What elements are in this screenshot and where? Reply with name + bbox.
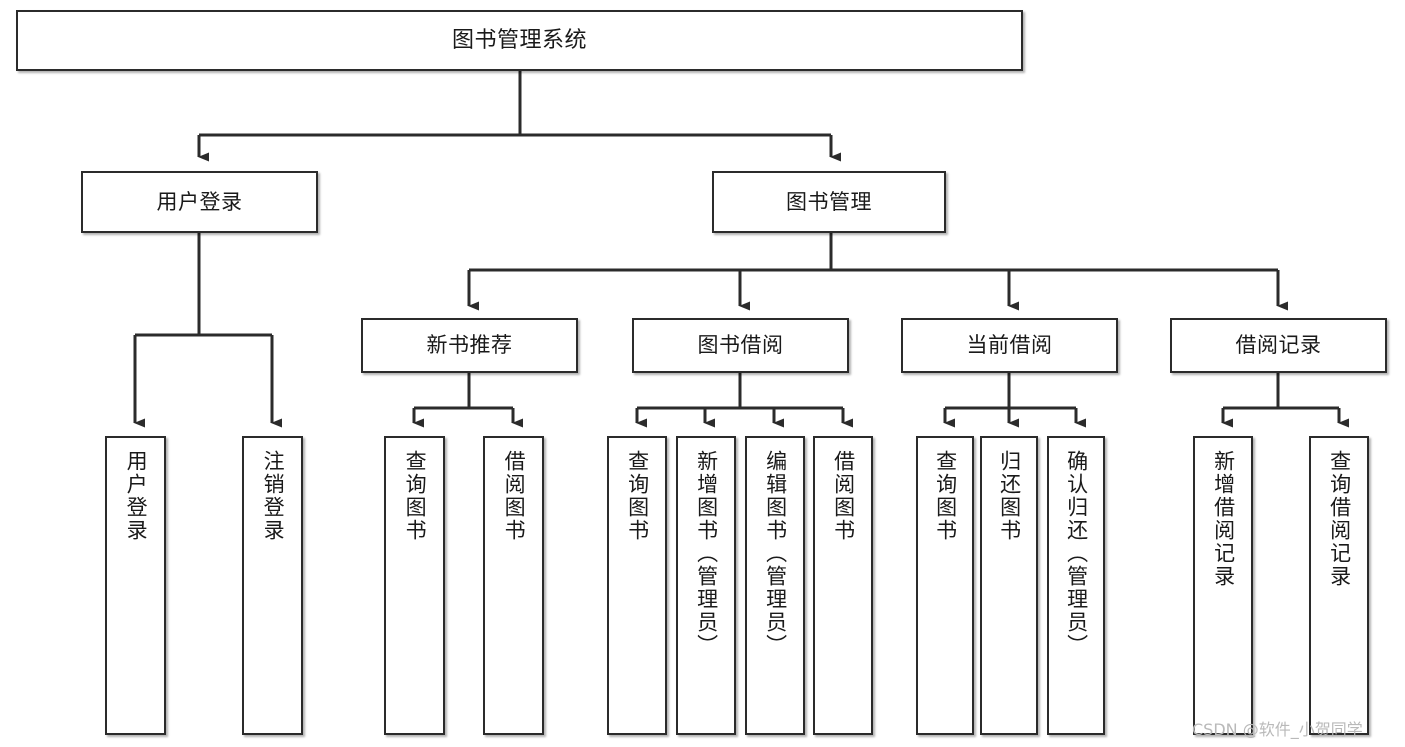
node-leaf-return-book[interactable]: 归还图书 xyxy=(980,436,1038,735)
node-root-label: 图书管理系统 xyxy=(451,27,587,53)
node-leaf-query-book-1-label: 查询图书 xyxy=(403,450,428,542)
node-current-borrow[interactable]: 当前借阅 xyxy=(901,318,1118,373)
node-leaf-query-record-label: 查询借阅记录 xyxy=(1327,450,1352,588)
node-leaf-edit-book-label: 编辑图书（管理员） xyxy=(763,450,788,657)
node-leaf-user-login-label: 用户登录 xyxy=(124,450,149,542)
node-leaf-borrow-book-1-label: 借阅图书 xyxy=(502,450,527,542)
node-book-manage-label: 图书管理 xyxy=(786,189,872,214)
node-borrow-record[interactable]: 借阅记录 xyxy=(1170,318,1387,373)
node-leaf-logout[interactable]: 注销登录 xyxy=(242,436,303,735)
node-leaf-edit-book[interactable]: 编辑图书（管理员） xyxy=(745,436,805,735)
csdn-watermark: CSDN @软件_小贺同学 xyxy=(1192,720,1363,739)
node-new-book-rec[interactable]: 新书推荐 xyxy=(361,318,578,373)
node-new-book-rec-label: 新书推荐 xyxy=(426,333,513,358)
node-leaf-query-record[interactable]: 查询借阅记录 xyxy=(1309,436,1369,735)
node-leaf-return-book-label: 归还图书 xyxy=(997,450,1022,542)
node-leaf-add-record-label: 新增借阅记录 xyxy=(1211,450,1236,588)
node-root[interactable]: 图书管理系统 xyxy=(16,10,1023,71)
node-leaf-user-login[interactable]: 用户登录 xyxy=(105,436,166,735)
node-borrow-record-label: 借阅记录 xyxy=(1235,333,1322,358)
node-book-borrow-label: 图书借阅 xyxy=(697,333,784,358)
node-leaf-add-book-label: 新增图书（管理员） xyxy=(694,450,719,657)
node-leaf-confirm-return-label: 确认归还（管理员） xyxy=(1064,450,1089,657)
node-leaf-logout-label: 注销登录 xyxy=(261,450,286,542)
node-leaf-query-book-3-label: 查询图书 xyxy=(933,450,958,542)
node-leaf-confirm-return[interactable]: 确认归还（管理员） xyxy=(1047,436,1105,735)
node-user-login-label: 用户登录 xyxy=(156,189,243,214)
node-user-login[interactable]: 用户登录 xyxy=(81,171,318,233)
node-leaf-borrow-book-1[interactable]: 借阅图书 xyxy=(483,436,544,735)
node-leaf-add-record[interactable]: 新增借阅记录 xyxy=(1193,436,1253,735)
node-leaf-add-book[interactable]: 新增图书（管理员） xyxy=(676,436,736,735)
node-leaf-borrow-book-2-label: 借阅图书 xyxy=(831,450,856,542)
node-leaf-query-book-1[interactable]: 查询图书 xyxy=(384,436,445,735)
node-leaf-borrow-book-2[interactable]: 借阅图书 xyxy=(813,436,873,735)
node-book-manage[interactable]: 图书管理 xyxy=(712,171,946,233)
node-current-borrow-label: 当前借阅 xyxy=(966,333,1053,358)
node-leaf-query-book-3[interactable]: 查询图书 xyxy=(916,436,974,735)
node-leaf-query-book-2-label: 查询图书 xyxy=(625,450,650,542)
node-book-borrow[interactable]: 图书借阅 xyxy=(632,318,849,373)
node-leaf-query-book-2[interactable]: 查询图书 xyxy=(607,436,667,735)
